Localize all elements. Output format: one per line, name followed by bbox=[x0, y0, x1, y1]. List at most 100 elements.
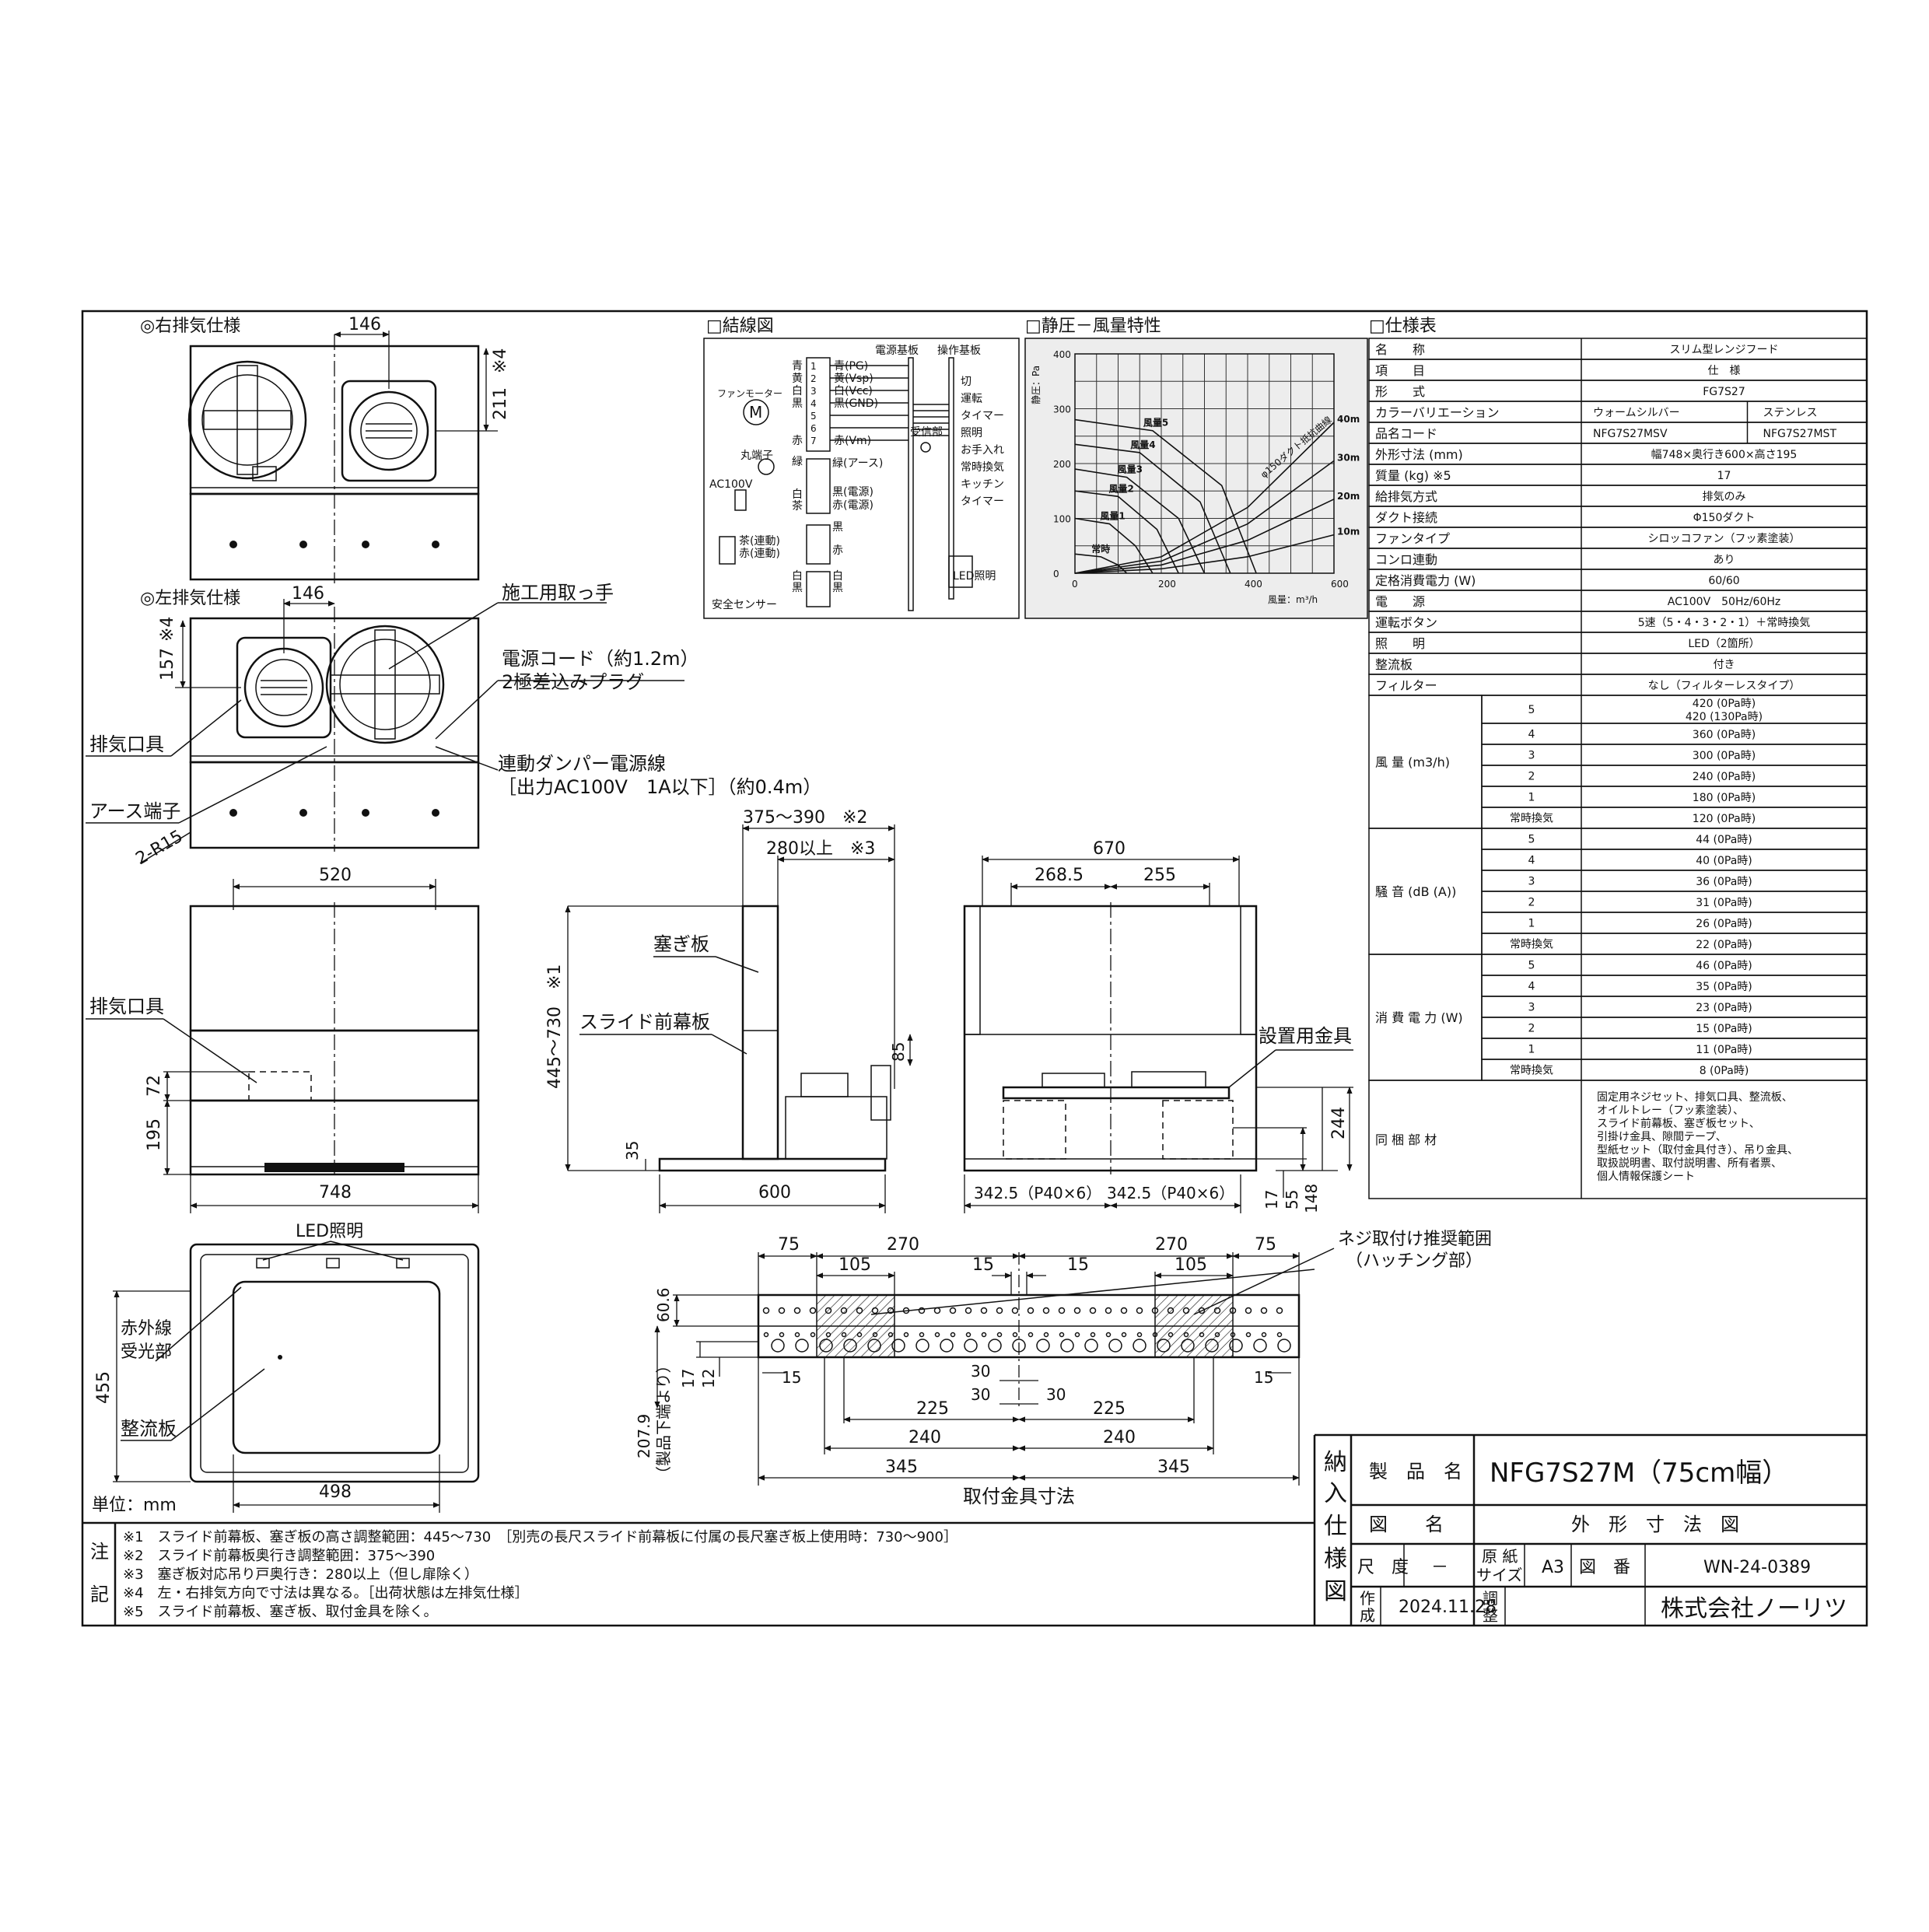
svg-text:30: 30 bbox=[971, 1362, 990, 1381]
bracket-holes bbox=[762, 1307, 1291, 1353]
svg-text:スライド前幕板: スライド前幕板 bbox=[579, 1011, 710, 1033]
label-earth: アース端子 bbox=[89, 800, 180, 822]
mount-hole bbox=[940, 1339, 954, 1353]
spec-key: 給排気方式 bbox=[1375, 489, 1437, 504]
spec-value: 240 (0Pa時) bbox=[1693, 771, 1756, 783]
op-button-label: 運転 bbox=[961, 393, 982, 405]
svg-text:240: 240 bbox=[1103, 1428, 1136, 1447]
svg-text:※4: ※4 bbox=[158, 617, 177, 642]
spec-value: 40 (0Pa時) bbox=[1696, 855, 1752, 867]
spec-row bbox=[1368, 506, 1868, 528]
svg-text:塞ぎ板: 塞ぎ板 bbox=[653, 933, 709, 955]
mount-hole bbox=[915, 1339, 929, 1353]
svg-text:電源基板: 電源基板 bbox=[875, 344, 919, 357]
small-hole bbox=[1027, 1307, 1035, 1314]
mount-hole bbox=[1060, 1339, 1074, 1353]
y-axis-label: 静圧：Pa bbox=[1031, 366, 1042, 404]
spec-subrow bbox=[1481, 723, 1868, 745]
svg-text:35: 35 bbox=[623, 1141, 642, 1160]
small-hole bbox=[903, 1332, 909, 1338]
small-hole bbox=[1136, 1307, 1143, 1314]
small-hole bbox=[1012, 1332, 1018, 1338]
spec-value: Φ150ダクト bbox=[1693, 512, 1756, 524]
small-hole bbox=[1152, 1332, 1158, 1338]
small-hole bbox=[934, 1332, 940, 1338]
svg-text:調: 調 bbox=[1483, 1589, 1498, 1608]
spec-key: 照 明 bbox=[1375, 636, 1425, 651]
small-hole bbox=[778, 1307, 786, 1314]
mount-hole bbox=[1084, 1339, 1098, 1353]
small-hole bbox=[762, 1307, 770, 1314]
spec-row bbox=[1368, 359, 1868, 381]
small-hole bbox=[1105, 1307, 1112, 1314]
pin-number: 1 bbox=[810, 361, 817, 372]
y-tick-label: 100 bbox=[1053, 514, 1071, 525]
accessory-line: 取扱説明書、取付説明書、所有者票、 bbox=[1597, 1157, 1782, 1170]
svg-text:600: 600 bbox=[758, 1183, 791, 1202]
svg-text:105: 105 bbox=[838, 1255, 871, 1275]
spec-key: 質量 (kg) ※5 bbox=[1375, 468, 1451, 483]
small-hole bbox=[1043, 1332, 1049, 1338]
wire-color: 赤 bbox=[792, 435, 803, 447]
svg-text:211: 211 bbox=[491, 387, 510, 420]
svg-text:157: 157 bbox=[158, 648, 177, 681]
svg-text:15: 15 bbox=[1067, 1255, 1089, 1275]
spec-subrow bbox=[1481, 695, 1868, 724]
series-label: 10m bbox=[1337, 527, 1360, 537]
mount-hole bbox=[891, 1339, 905, 1353]
spec-row bbox=[1368, 338, 1868, 360]
svg-text:単位：mm: 単位：mm bbox=[92, 1496, 177, 1515]
series-label: 20m bbox=[1337, 491, 1360, 502]
mount-hole bbox=[1205, 1339, 1219, 1353]
mount-hole bbox=[843, 1339, 857, 1353]
front-view: 520 748 72 195 排気口具 bbox=[86, 866, 480, 1213]
small-hole bbox=[887, 1307, 894, 1314]
small-hole bbox=[856, 1332, 863, 1338]
svg-text:270: 270 bbox=[1155, 1235, 1188, 1255]
series-label: 風量4 bbox=[1130, 439, 1155, 450]
bracket-view: 75 270 270 75 105 15 15 105 ネジ取付け推奨範囲 （ハ… bbox=[635, 1230, 1492, 1507]
spec-subrow bbox=[1481, 744, 1868, 766]
small-hole bbox=[763, 1332, 769, 1338]
small-hole bbox=[965, 1332, 972, 1338]
svg-text:成: 成 bbox=[1360, 1606, 1375, 1625]
series-line bbox=[1074, 534, 1335, 574]
spec-subrow bbox=[1481, 996, 1868, 1018]
notes-block: 注 記 ※1 スライド前幕板、塞ぎ板の高さ調整範囲：445～730 ［別売の長尺… bbox=[82, 1521, 1315, 1626]
svg-text:12: 12 bbox=[699, 1369, 718, 1388]
svg-text:520: 520 bbox=[319, 866, 352, 885]
x-tick-label: 600 bbox=[1331, 579, 1349, 590]
spec-value: 23 (0Pa時) bbox=[1696, 1002, 1752, 1014]
spec-level: 3 bbox=[1528, 750, 1535, 762]
svg-text:赤外線: 赤外線 bbox=[121, 1319, 172, 1339]
small-hole bbox=[1120, 1307, 1128, 1314]
spec-value: NFG7S27MSV bbox=[1593, 428, 1668, 440]
small-hole bbox=[1182, 1307, 1190, 1314]
small-hole bbox=[1245, 1332, 1252, 1338]
svg-text:15: 15 bbox=[1254, 1368, 1273, 1387]
svg-text:白: 白 bbox=[792, 570, 803, 583]
wire-label: 赤(Vm) bbox=[834, 435, 871, 447]
svg-text:受信部: 受信部 bbox=[910, 426, 943, 439]
label-damper: 連動ダンパー電源線 bbox=[498, 753, 666, 775]
small-hole bbox=[981, 1332, 987, 1338]
spec-value: 360 (0Pa時) bbox=[1693, 729, 1756, 741]
svg-text:取付金具寸法: 取付金具寸法 bbox=[963, 1486, 1075, 1507]
op-button-label: キッチン bbox=[961, 478, 1004, 491]
spec-value: ステンレス bbox=[1763, 407, 1818, 419]
svg-text:黒(電源): 黒(電源) bbox=[832, 486, 873, 499]
spec-subrow bbox=[1481, 912, 1868, 934]
spec-row bbox=[1368, 653, 1868, 675]
mount-hole bbox=[771, 1339, 785, 1353]
series-line bbox=[1074, 490, 1179, 574]
rear-view: 670 268.5 255 設置用金具 342.5（P40×6） 342.5（P… bbox=[963, 839, 1353, 1213]
svg-text:M: M bbox=[749, 403, 762, 422]
wire-label: 黒(GND) bbox=[834, 397, 878, 410]
small-hole bbox=[1261, 1332, 1267, 1338]
spec-value: 420 (0Pa時) bbox=[1693, 698, 1756, 710]
svg-text:A3: A3 bbox=[1542, 1558, 1564, 1577]
spec-key: ダクト接続 bbox=[1375, 510, 1437, 525]
spec-key: 同 梱 部 材 bbox=[1375, 1132, 1437, 1147]
svg-text:記: 記 bbox=[90, 1584, 109, 1605]
